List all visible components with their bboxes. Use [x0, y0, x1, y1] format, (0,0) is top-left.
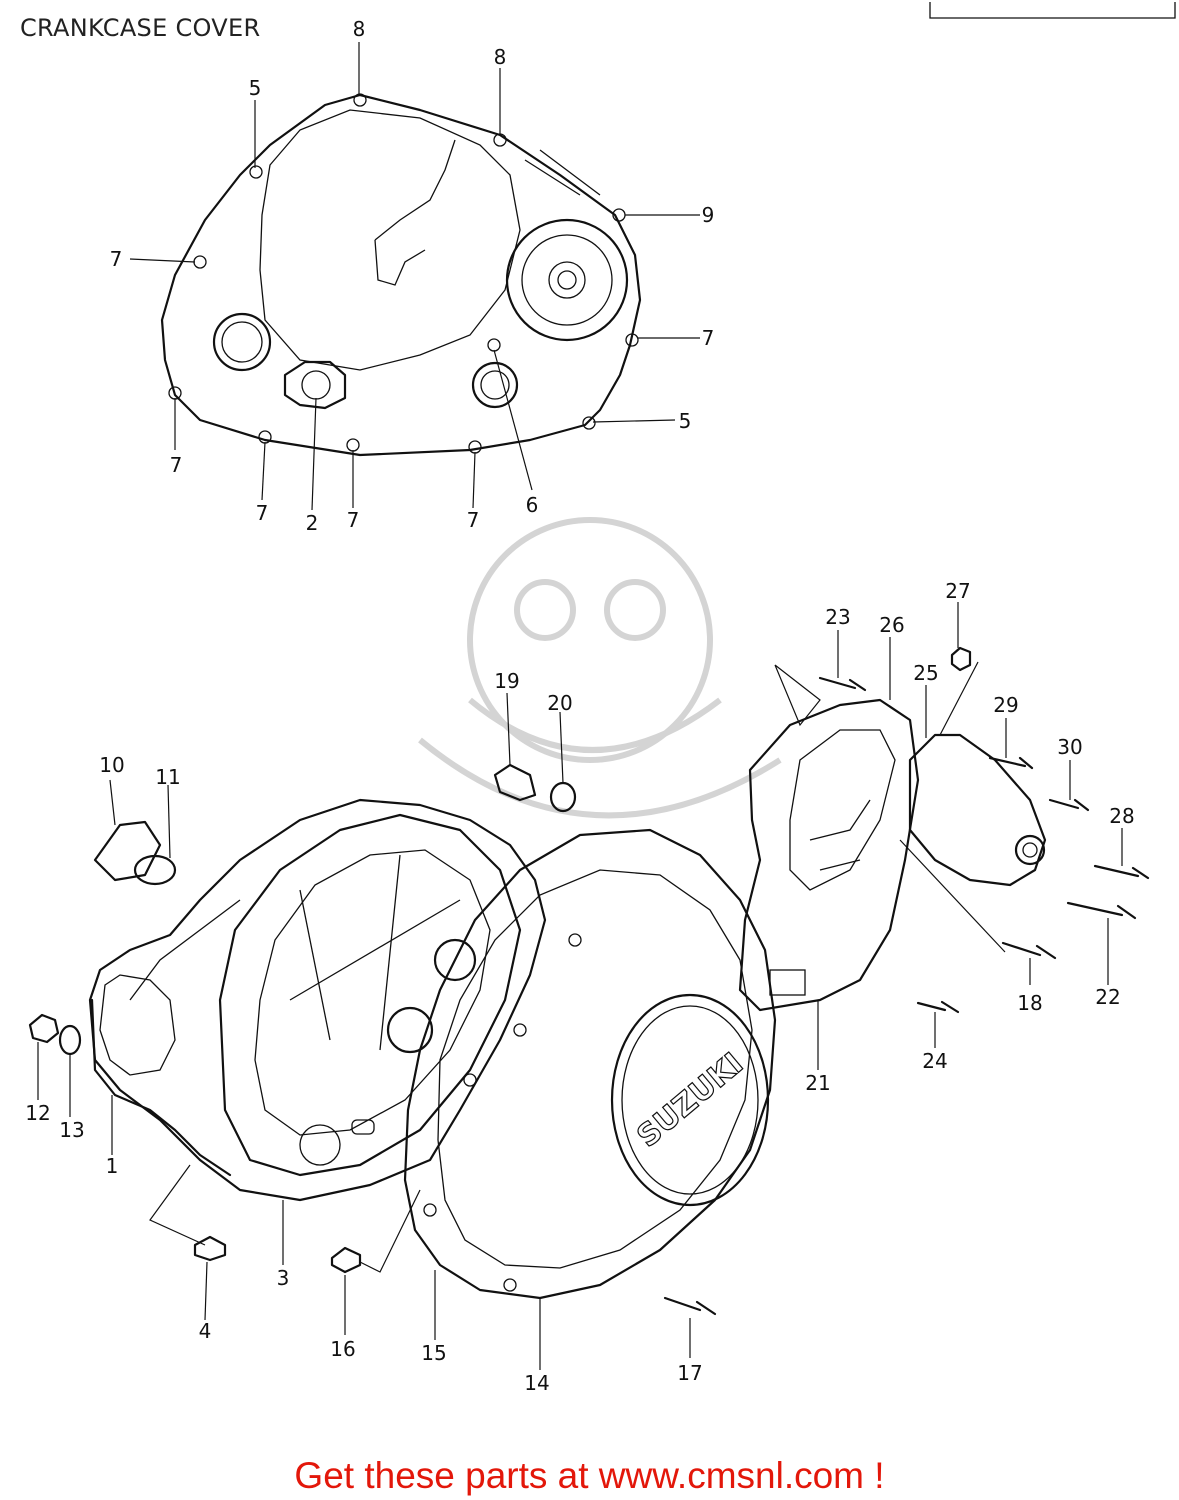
callout-6: 6 [526, 493, 539, 517]
callout-7: 7 [467, 508, 480, 532]
callout-11: 11 [155, 765, 180, 789]
callout-8: 8 [353, 17, 366, 41]
callout-4: 4 [199, 1319, 212, 1343]
watermark-logo [418, 517, 782, 819]
callout-3: 3 [277, 1266, 290, 1290]
callout-5: 5 [249, 76, 262, 100]
callout-7: 7 [347, 508, 360, 532]
callout-7: 7 [702, 326, 715, 350]
callout-10: 10 [99, 753, 124, 777]
frame-corner-mark [929, 2, 1176, 19]
callout-20: 20 [547, 691, 572, 715]
callout-14: 14 [524, 1371, 549, 1395]
crankcase-cover-top [160, 93, 642, 457]
callout-13: 13 [59, 1118, 84, 1142]
callout-1: 1 [106, 1154, 119, 1178]
callout-28: 28 [1109, 804, 1134, 828]
callout-labels: 8 8 5 9 7 7 7 5 7 7 2 7 7 6 27 23 26 25 … [25, 17, 1134, 1395]
callout-22: 22 [1095, 985, 1120, 1009]
sprocket-cover [738, 698, 920, 1012]
callout-7: 7 [110, 247, 123, 271]
small-parts [28, 646, 1150, 1316]
callout-30: 30 [1057, 735, 1082, 759]
callout-7: 7 [256, 501, 269, 525]
callout-8: 8 [494, 45, 507, 69]
callout-5: 5 [679, 409, 692, 433]
switch-assembly [908, 733, 1047, 887]
callout-2: 2 [306, 511, 319, 535]
callout-24: 24 [922, 1049, 947, 1073]
callout-16: 16 [330, 1337, 355, 1361]
callout-25: 25 [913, 661, 938, 685]
callout-21: 21 [805, 1071, 830, 1095]
callout-18: 18 [1017, 991, 1042, 1015]
callout-9: 9 [702, 203, 715, 227]
callout-17: 17 [677, 1361, 702, 1385]
callout-23: 23 [825, 605, 850, 629]
clutch-cover-assembly [88, 798, 547, 1202]
callout-29: 29 [993, 693, 1018, 717]
callout-7: 7 [170, 453, 183, 477]
callout-19: 19 [494, 669, 519, 693]
generator-cover: SUZUKI [403, 828, 777, 1300]
callout-12: 12 [25, 1101, 50, 1125]
brand-logo-text: SUZUKI [631, 1046, 750, 1154]
page-title: CRANKCASE COVER [20, 14, 261, 42]
callout-26: 26 [879, 613, 904, 637]
footer-link[interactable]: Get these parts at www.cmsnl.com ! [294, 1455, 885, 1496]
callout-15: 15 [421, 1341, 446, 1365]
callout-27: 27 [945, 579, 970, 603]
leader-lines [37, 42, 1123, 1370]
